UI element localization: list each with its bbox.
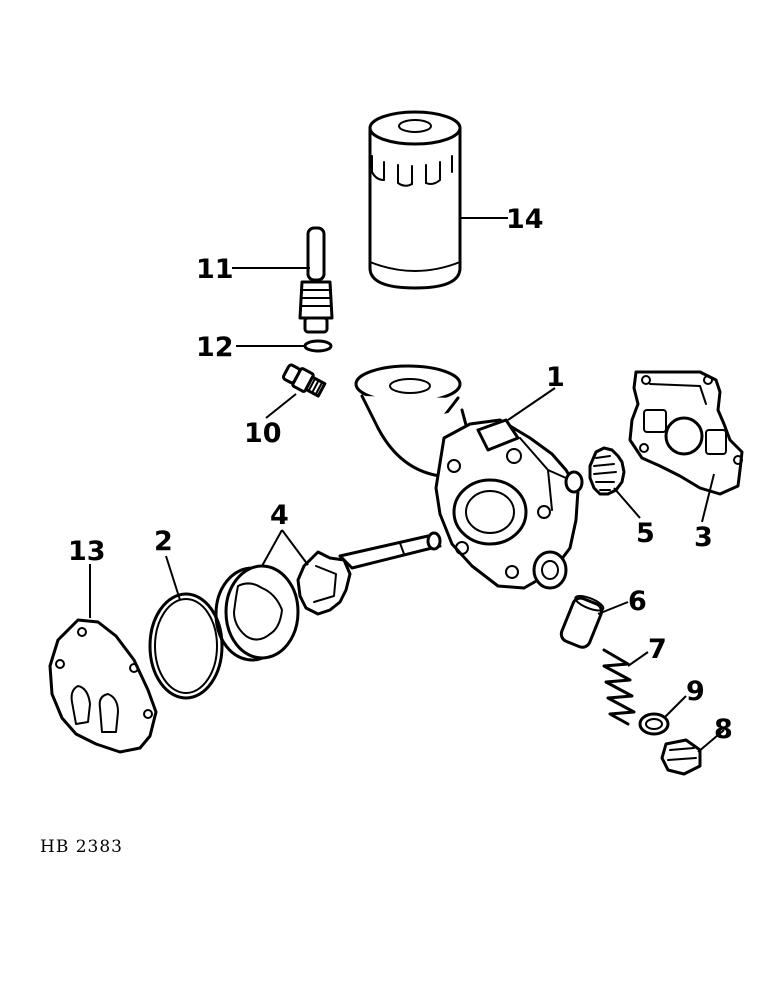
- ring-washer-part: [638, 712, 670, 736]
- callout-9: 9: [686, 676, 705, 707]
- spring-part: [602, 648, 636, 726]
- leader-lines: [89, 217, 725, 753]
- outer-rotor-part: [214, 564, 300, 662]
- o-ring-part: [148, 592, 224, 700]
- pump-housing-part: [354, 364, 584, 590]
- callout-8: 8: [714, 714, 733, 745]
- sender-switch-part: [282, 363, 327, 398]
- cover-plate-part: [48, 618, 158, 754]
- reference-code: HB 2383: [40, 837, 123, 857]
- callout-labels: 1 2 3 4 5 6 7 8 9 10 11 12 13 14: [68, 204, 733, 745]
- fitting-part: [298, 226, 334, 334]
- oil-filter-part: [368, 110, 462, 290]
- washer-part: [303, 339, 333, 353]
- bushing-part: [559, 594, 605, 649]
- callout-3: 3: [694, 522, 713, 553]
- gasket-part: [628, 370, 744, 496]
- callout-13: 13: [68, 536, 106, 567]
- callout-12: 12: [196, 332, 234, 363]
- callout-6: 6: [628, 586, 647, 617]
- callout-14: 14: [506, 204, 544, 235]
- pump-shaft-part: [296, 531, 442, 616]
- callout-1: 1: [546, 362, 565, 393]
- callout-2: 2: [154, 526, 173, 557]
- callout-11: 11: [196, 254, 234, 285]
- callout-5: 5: [636, 518, 655, 549]
- callout-7: 7: [648, 634, 667, 665]
- callout-4: 4: [270, 500, 289, 531]
- callout-10: 10: [244, 418, 282, 449]
- plug-part: [660, 738, 702, 776]
- drive-gear-part: [588, 446, 626, 496]
